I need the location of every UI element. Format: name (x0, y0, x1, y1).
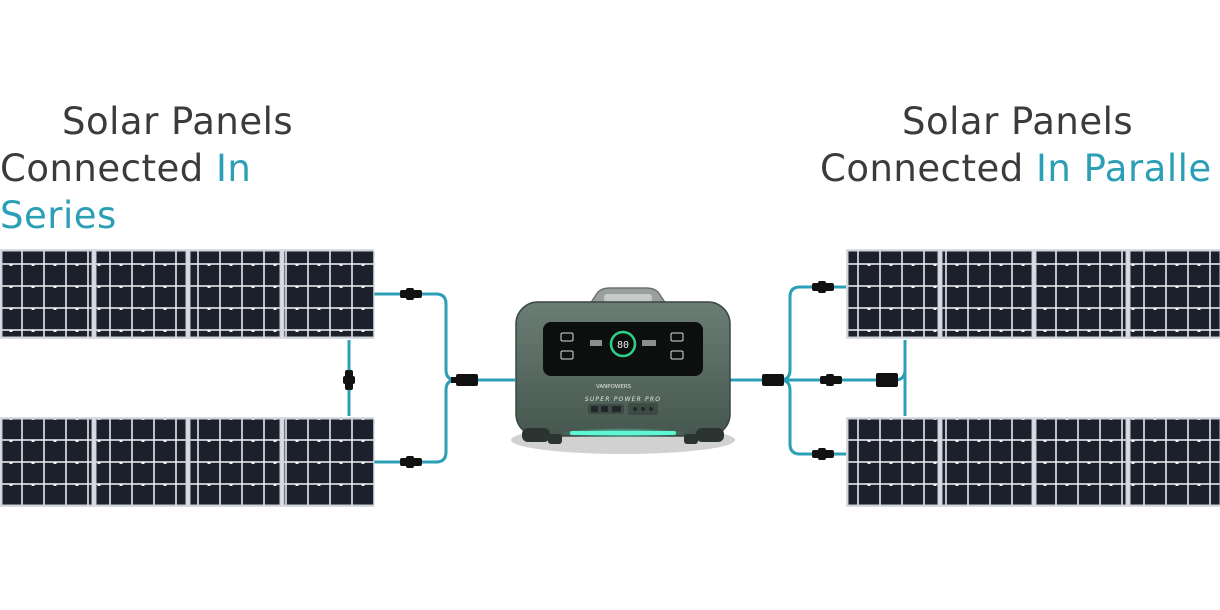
series-heading-accent: In Series (0, 147, 252, 237)
power-station: 80 VANPOWERS SUPER POWER PRO (511, 287, 735, 454)
solar-panels (0, 249, 1220, 507)
panel-section (283, 250, 375, 338)
series-cable-bottom (374, 378, 457, 464)
panel-section (283, 418, 375, 506)
panel-section (941, 250, 1033, 338)
panel-section (1, 250, 93, 338)
brand-label: VANPOWERS (596, 384, 632, 390)
parallel-heading-accent: In Paralle (1036, 147, 1212, 190)
parallel-heading-line1: Solar Panels (902, 100, 1134, 143)
panel-section (1129, 250, 1220, 338)
display-value: 80 (617, 340, 629, 351)
series-panel-bottom (0, 417, 375, 507)
model-label: SUPER POWER PRO (585, 396, 661, 403)
parallel-panel-bottom (846, 417, 1220, 507)
power-station-display (543, 322, 703, 376)
series-heading-prefix: Connected (0, 147, 204, 190)
mc4-connector-icon (451, 374, 478, 386)
series-panel-top (0, 249, 375, 339)
series-heading-line1: Solar Panels (62, 100, 294, 143)
panel-section (847, 250, 939, 338)
parallel-heading-prefix: Connected (820, 147, 1024, 190)
panel-section (847, 418, 939, 506)
parallel-heading: Solar Panels Connected In Paralle (820, 98, 1220, 192)
mc4-connector-icon (812, 448, 834, 460)
parallel-cable-bottom (779, 378, 848, 456)
panel-section (189, 250, 281, 338)
output-ports (588, 403, 658, 415)
panel-section (941, 418, 1033, 506)
series-heading: Solar Panels Connected In Series (0, 98, 380, 239)
parallel-cable-top (779, 285, 848, 382)
mc4-connector-icon (343, 370, 355, 390)
mc4-connector-icon (400, 288, 422, 300)
panel-section (1035, 418, 1127, 506)
panel-section (1, 418, 93, 506)
mc4-connector-icon (762, 374, 784, 386)
mc4-connector-icon (820, 374, 842, 386)
panel-section (1129, 418, 1220, 506)
panel-section (95, 418, 187, 506)
series-cable-top (374, 292, 457, 382)
panel-section (95, 250, 187, 338)
panel-section (189, 418, 281, 506)
mc4-connector-icon (400, 456, 422, 468)
parallel-panel-top (846, 249, 1220, 339)
mc4-connector-icon (876, 373, 898, 387)
panel-section (1035, 250, 1127, 338)
mc4-connector-icon (812, 281, 834, 293)
